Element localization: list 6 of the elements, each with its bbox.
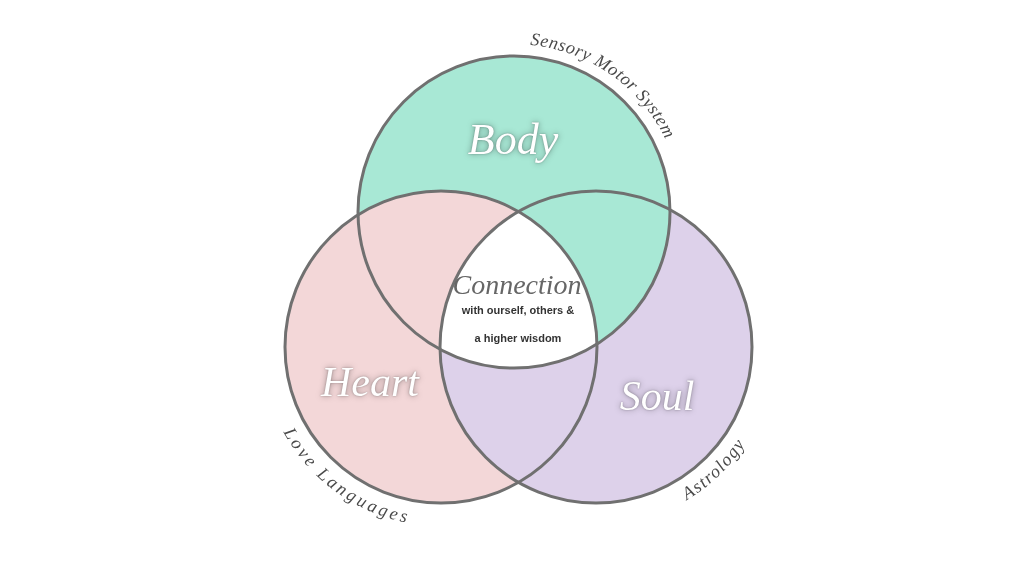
- center-title: Connection: [452, 271, 582, 299]
- circle-title: Heart: [321, 361, 419, 403]
- venn-circle: [438, 189, 754, 505]
- circle-title: Soul: [619, 375, 695, 417]
- center-note: with ourself, others & a higher wisdom: [460, 303, 576, 346]
- circle-title: Body: [467, 118, 559, 162]
